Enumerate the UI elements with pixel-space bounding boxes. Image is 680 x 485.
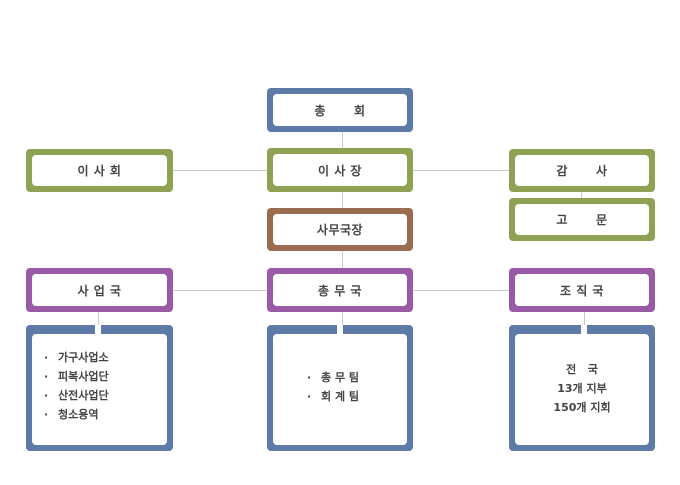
organization-dept-label: 조 직 국 [515,274,649,306]
chairman-label: 이 사 장 [273,154,407,186]
auditor-label: 감 사 [515,155,649,186]
business-items-box: ·가구사업소 ·피복사업단 ·산전사업단 ·청소용역 [26,325,173,451]
list-item: 전 국 [566,363,598,376]
board-node: 이 사 회 [26,149,173,192]
general-affairs-items-list: ·총 무 팀 ·회 계 팀 [307,368,359,406]
advisor-label: 고 문 [515,204,649,235]
list-item: 13개 지부 [557,382,607,395]
connector-business-box [98,311,99,334]
chairman-node: 이 사 장 [267,148,413,192]
secretary-general-node: 사무국장 [267,208,413,251]
business-dept-label: 사 업 국 [32,274,167,306]
business-items-list: ·가구사업소 ·피복사업단 ·산전사업단 ·청소용역 [44,348,109,424]
advisor-node: 고 문 [509,198,655,241]
connector-auditor-advisor [581,190,582,200]
business-dept-node: 사 업 국 [26,268,173,312]
list-item: ·산전사업단 [44,389,109,402]
connector-general-affairs-box [342,311,343,334]
connector-organization-box [584,311,585,334]
secretary-general-label: 사무국장 [273,214,407,245]
board-label: 이 사 회 [32,155,167,186]
general-affairs-dept-node: 총 무 국 [267,268,413,312]
general-affairs-dept-label: 총 무 국 [273,274,407,306]
list-item: ·피복사업단 [44,370,109,383]
organization-dept-node: 조 직 국 [509,268,655,312]
general-affairs-items-box: ·총 무 팀 ·회 계 팀 [267,325,413,451]
organization-items-list: 전 국 13개 지부 150개 지회 [515,360,649,417]
auditor-node: 감 사 [509,149,655,192]
list-item: ·총 무 팀 [307,371,360,384]
organization-items-box: 전 국 13개 지부 150개 지회 [509,325,655,451]
list-item: ·청소용역 [44,408,99,421]
general-assembly-node: 총 회 [267,88,413,132]
list-item: 150개 지회 [553,401,611,414]
list-item: ·가구사업소 [44,351,109,364]
list-item: ·회 계 팀 [307,390,360,403]
general-assembly-label: 총 회 [273,94,407,126]
